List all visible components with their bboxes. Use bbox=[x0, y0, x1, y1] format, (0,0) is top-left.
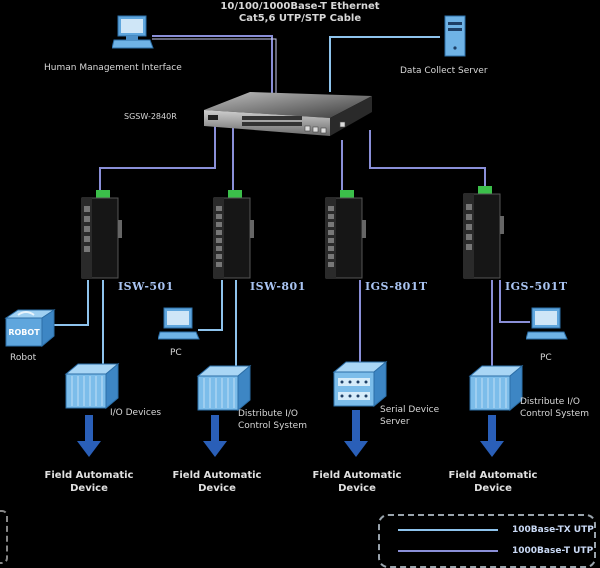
field-device-4-line2: Device bbox=[474, 483, 512, 494]
link-server-switch bbox=[329, 36, 440, 92]
industrial-switch-igs801t-icon bbox=[325, 190, 366, 279]
arrow-field-4 bbox=[480, 415, 504, 457]
arrow-field-3 bbox=[344, 410, 368, 457]
cable-title-line1: 10/100/1000Base-T Ethernet bbox=[220, 1, 380, 12]
field-device-2-line1: Field Automatic bbox=[172, 470, 262, 481]
model-igs801t: IGS-801T bbox=[365, 280, 428, 293]
industrial-switch-igs501t-icon bbox=[463, 186, 504, 279]
pc-right-label: PC bbox=[540, 353, 552, 363]
serial-device-server-icon bbox=[332, 360, 388, 408]
field-device-3-line2: Device bbox=[338, 483, 376, 494]
legend: 100Base-TX UTP 1000Base-T UTP bbox=[378, 514, 596, 568]
distribute-io-2-icon bbox=[468, 364, 524, 412]
link-igs501t-pc bbox=[499, 280, 530, 323]
server-label: Data Collect Server bbox=[400, 66, 488, 76]
model-isw501: ISW-501 bbox=[118, 280, 174, 293]
link-hmi-switch-2 bbox=[152, 38, 277, 98]
link-hmi-switch bbox=[152, 35, 273, 98]
arrow-field-1 bbox=[77, 415, 101, 457]
field-device-4: Field Automatic Device bbox=[438, 469, 548, 495]
io-devices-label: I/O Devices bbox=[110, 408, 162, 418]
link-switch-isw501 bbox=[99, 125, 216, 200]
distribute-io-2-line1: Distribute I/O bbox=[520, 397, 580, 407]
left-legend-fragment bbox=[0, 510, 8, 564]
distribute-io-2-line2: Control System bbox=[520, 409, 589, 419]
industrial-switch-isw501-icon bbox=[81, 190, 122, 279]
distribute-io-1-line2: Control System bbox=[238, 421, 307, 431]
field-device-3: Field Automatic Device bbox=[302, 469, 412, 495]
serial-server-line1: Serial Device bbox=[380, 405, 440, 415]
cable-title-line2: Cat5,6 UTP/STP Cable bbox=[238, 13, 362, 24]
distribute-io-1-icon bbox=[196, 364, 252, 412]
distribute-io-1-line1: Distribute I/O bbox=[238, 409, 298, 419]
link-isw801-pc bbox=[198, 280, 223, 331]
legend-label-1000base-t: 1000Base-T UTP bbox=[512, 546, 594, 556]
arrow-field-2 bbox=[203, 415, 227, 457]
robot-label: Robot bbox=[10, 353, 37, 363]
legend-label-100base-tx: 100Base-TX UTP bbox=[512, 525, 594, 535]
field-device-1: Field Automatic Device bbox=[34, 469, 144, 495]
robot-icon: ROBOT bbox=[4, 309, 56, 348]
pc-right-icon bbox=[526, 307, 568, 340]
field-device-1-line1: Field Automatic bbox=[44, 470, 134, 481]
field-device-4-line1: Field Automatic bbox=[448, 470, 538, 481]
link-switch-igs501t bbox=[369, 130, 486, 196]
legend-line-100base-tx bbox=[398, 529, 498, 531]
core-switch-icon bbox=[204, 92, 372, 136]
legend-item-1000base-t: 1000Base-T UTP bbox=[398, 545, 593, 557]
legend-line-1000base-t bbox=[398, 550, 498, 552]
model-isw801: ISW-801 bbox=[250, 280, 306, 293]
field-device-2: Field Automatic Device bbox=[162, 469, 272, 495]
field-device-1-line2: Device bbox=[70, 483, 108, 494]
io-devices-icon bbox=[64, 362, 120, 410]
pc-left-icon bbox=[158, 307, 200, 340]
industrial-switch-isw801-icon bbox=[213, 190, 254, 279]
legend-item-100base-tx: 100Base-TX UTP bbox=[398, 524, 594, 536]
robot-badge: ROBOT bbox=[8, 328, 40, 337]
field-device-2-line2: Device bbox=[198, 483, 236, 494]
pc-icon bbox=[112, 15, 154, 49]
serial-server-line2: Server bbox=[380, 417, 410, 427]
field-device-3-line1: Field Automatic bbox=[312, 470, 402, 481]
model-igs501t: IGS-501T bbox=[505, 280, 568, 293]
pc-left-label: PC bbox=[170, 348, 182, 358]
link-isw501-robot bbox=[52, 280, 89, 326]
server-icon bbox=[444, 15, 466, 57]
hmi-label: Human Management Interface bbox=[44, 63, 182, 73]
core-switch-label: SGSW-2840R bbox=[124, 112, 177, 121]
